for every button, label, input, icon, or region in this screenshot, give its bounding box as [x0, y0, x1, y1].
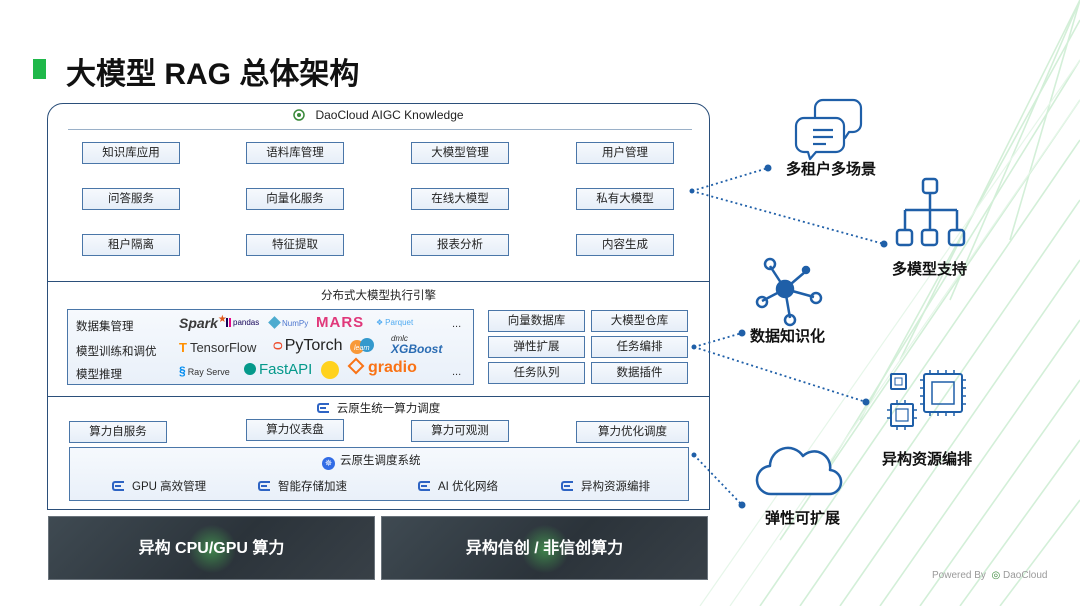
more-ellipsis: ...: [452, 318, 462, 330]
mars-logo: MARS: [316, 314, 365, 331]
app-box: 向量化服务: [246, 188, 344, 210]
framework-row-label: 模型推理: [76, 369, 122, 381]
engine-service-box: 弹性扩展: [488, 336, 585, 358]
app-box: 用户管理: [576, 142, 674, 164]
fastapi-logo: FastAPI: [244, 361, 312, 378]
cloud-native-icon: [561, 481, 573, 491]
compute-box: 算力优化调度: [576, 421, 689, 443]
framework-row-label: 数据集管理: [76, 321, 134, 333]
app-box: 报表分析: [411, 234, 509, 256]
parquet-logo: ❖Parquet: [376, 318, 414, 327]
framework-row-label: 模型训练和调优: [76, 346, 157, 358]
chip-icon: [887, 370, 966, 430]
hardware-cpu-gpu: 异构 CPU/GPU 算力: [48, 516, 375, 580]
app-box: 在线大模型: [411, 188, 509, 210]
network-nodes-icon: [755, 257, 823, 327]
cloud-native-icon: [258, 481, 270, 491]
app-layer-header-text: DaoCloud AIGC Knowledge: [315, 108, 464, 122]
right-label-multi-tenant: 多租户多场景: [786, 161, 877, 178]
engine-service-box: 向量数据库: [488, 310, 585, 332]
cloud-icon: [755, 446, 843, 496]
daocloud-logo-icon: [293, 109, 306, 121]
app-layer-header: DaoCloud AIGC Knowledge: [47, 108, 710, 122]
hierarchy-icon: [895, 177, 966, 247]
right-label-data-knowledge: 数据知识化: [750, 328, 826, 345]
engine-service-box: 大模型仓库: [591, 310, 688, 332]
scheduler-item: 异构资源编排: [561, 478, 650, 494]
scheduler-item: GPU 高效管理: [112, 478, 206, 494]
pandas-logo: pandas: [226, 318, 259, 327]
chat-bubbles-icon: [794, 98, 863, 161]
engine-layer-title: 分布式大模型执行引擎: [321, 290, 436, 302]
huggingface-logo-icon: [321, 361, 339, 379]
engine-service-box: 任务队列: [488, 362, 585, 384]
ray-serve-logo: §Ray Serve: [179, 364, 230, 378]
scheduler-item: AI 优化网络: [418, 478, 498, 494]
xgboost-logo: XGBoost: [391, 342, 443, 356]
engine-service-box: 数据插件: [591, 362, 688, 384]
spark-logo: Spark★: [179, 314, 227, 331]
gradio-logo: gradio: [347, 357, 417, 377]
numpy-logo: NumPy: [268, 316, 308, 329]
cloud-native-icon: [316, 403, 329, 413]
right-label-heterogeneous: 异构资源编排: [882, 451, 973, 468]
right-label-multi-model: 多模型支持: [892, 261, 968, 278]
hardware-xinchuang: 异构信创 / 非信创算力: [381, 516, 708, 580]
compute-box: 算力可观测: [411, 420, 509, 442]
scheduler-item: 智能存储加速: [258, 478, 347, 494]
engine-service-box: 任务编排: [591, 336, 688, 358]
more-ellipsis: ...: [452, 366, 462, 378]
title-accent-bar: [33, 59, 46, 79]
page-title: 大模型 RAG 总体架构: [66, 58, 360, 91]
app-box: 私有大模型: [576, 188, 674, 210]
app-box: 知识库应用: [82, 142, 180, 164]
compute-box: 算力自服务: [69, 421, 167, 443]
app-box: 内容生成: [576, 234, 674, 256]
app-box: 大模型管理: [411, 142, 509, 164]
powered-by-footer: Powered By ◎ DaoCloud: [932, 570, 1048, 581]
kubernetes-icon: ✵: [322, 457, 335, 470]
app-box: 租户隔离: [82, 234, 180, 256]
app-box: 语料库管理: [246, 142, 344, 164]
dmlc-logo: dmlc: [391, 334, 408, 343]
app-box: 问答服务: [82, 188, 180, 210]
scheduler-title: ✵云原生调度系统: [322, 452, 421, 470]
cloud-native-icon: [112, 481, 124, 491]
section-divider-compute: [47, 396, 710, 397]
compute-box: 算力仪表盘: [246, 419, 344, 441]
scheduler-box: [69, 447, 689, 501]
section-divider-engine: [47, 281, 710, 282]
scikit-learn-logo: learn: [350, 338, 380, 358]
cloud-native-icon: [418, 481, 430, 491]
app-box: 特征提取: [246, 234, 344, 256]
header-underline: [68, 129, 692, 130]
right-label-elastic: 弹性可扩展: [765, 510, 841, 527]
compute-layer-title: 云原生统一算力调度: [47, 400, 710, 416]
